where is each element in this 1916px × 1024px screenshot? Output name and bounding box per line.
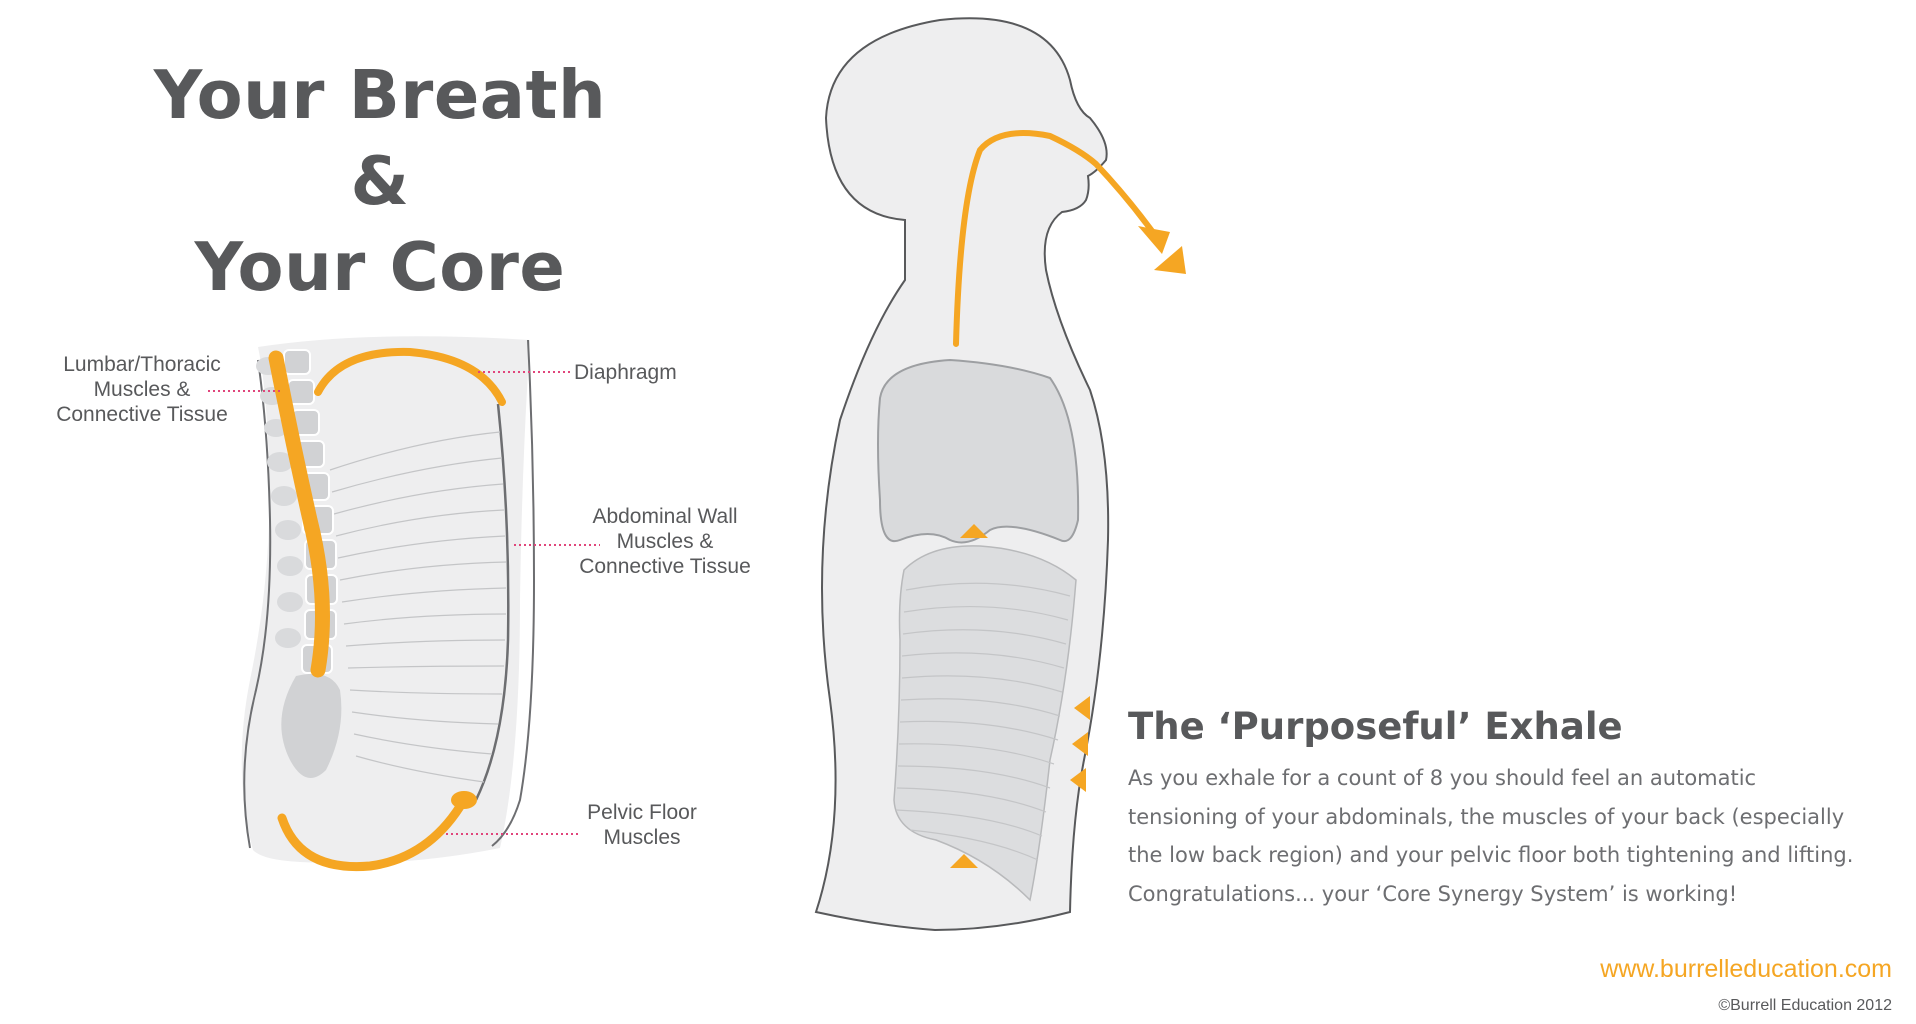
lungs: [878, 360, 1078, 542]
label-abdominal-line-2: Muscles &: [560, 529, 770, 554]
section-heading: The ‘Purposeful’ Exhale: [1128, 705, 1623, 748]
label-lumbar: Lumbar/Thoracic Muscles & Connective Tis…: [32, 352, 252, 427]
label-pelvic-line-2: Muscles: [572, 825, 712, 850]
exhale-arrow-icon: [1138, 226, 1170, 254]
body-line-4: Congratulations... your ‘Core Synergy Sy…: [1128, 875, 1898, 914]
label-lumbar-line-3: Connective Tissue: [32, 402, 252, 427]
copyright: ©Burrell Education 2012: [1718, 997, 1892, 1015]
torso-section: [242, 336, 534, 866]
label-diaphragm-text: Diaphragm: [574, 360, 677, 385]
label-pelvic-line-1: Pelvic Floor: [572, 800, 712, 825]
pelvic-floor-knot: [451, 791, 477, 809]
label-pelvic: Pelvic Floor Muscles: [572, 800, 712, 850]
section-body: As you exhale for a count of 8 you shoul…: [1128, 759, 1898, 913]
label-diaphragm: Diaphragm: [574, 360, 677, 385]
website-link[interactable]: www.burrelleducation.com: [1600, 955, 1892, 984]
body-line-1: As you exhale for a count of 8 you shoul…: [1128, 759, 1898, 798]
label-abdominal-line-1: Abdominal Wall: [560, 504, 770, 529]
label-abdominal-line-3: Connective Tissue: [560, 554, 770, 579]
label-abdominal: Abdominal Wall Muscles & Connective Tiss…: [560, 504, 770, 579]
label-lumbar-line-2: Muscles &: [32, 377, 252, 402]
body-line-3: the low back region) and your pelvic flo…: [1128, 836, 1898, 875]
body-line-2: tensioning of your abdominals, the muscl…: [1128, 798, 1898, 837]
label-lumbar-line-1: Lumbar/Thoracic: [32, 352, 252, 377]
body-profile: [816, 18, 1160, 930]
